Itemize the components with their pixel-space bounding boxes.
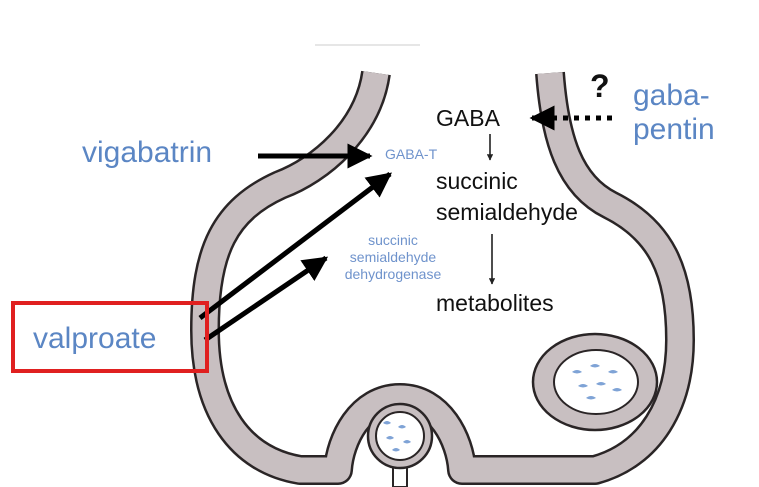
valproate-label: valproate	[33, 324, 156, 354]
metabolites-label: metabolites	[436, 292, 554, 315]
ssadh-label-line3: dehydrogenase	[318, 266, 468, 283]
semialdehyde-label: semialdehyde	[436, 201, 578, 224]
storage-vesicle	[533, 334, 657, 430]
docked-vesicle	[368, 404, 432, 468]
gabapentin-label-line1: gaba-	[633, 81, 710, 111]
ssadh-label: succinic semialdehyde dehydrogenase	[318, 232, 468, 283]
succinic-label: succinic	[436, 170, 518, 193]
gabapentin-label-line2: pentin	[633, 115, 715, 145]
gaba-t-label: GABA-T	[385, 147, 437, 161]
question-mark: ?	[590, 70, 610, 102]
vigabatrin-label: vigabatrin	[82, 138, 212, 168]
ssadh-label-line2: semialdehyde	[318, 249, 468, 266]
gaba-label: GABA	[436, 107, 500, 130]
ssadh-label-line1: succinic	[318, 232, 468, 249]
